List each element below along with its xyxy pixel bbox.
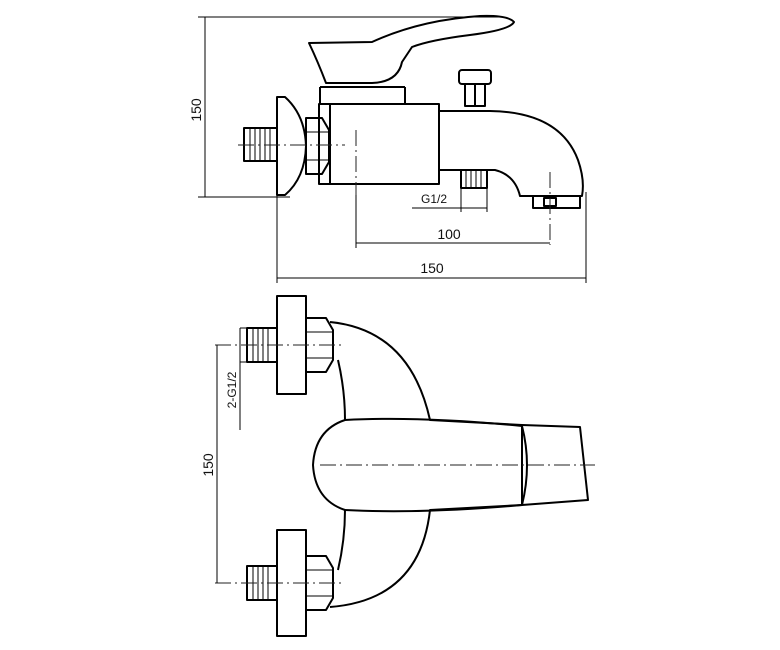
height-dimension-label: 150 <box>188 98 204 122</box>
upper-nut <box>305 317 334 373</box>
bath-spout <box>439 110 584 197</box>
wall-flange <box>276 96 307 196</box>
inlet-spacing-label: 150 <box>200 453 216 477</box>
outlet-distance-label: 100 <box>437 226 461 242</box>
side-view: 150 <box>188 14 587 283</box>
width-dimension-label: 150 <box>420 260 444 276</box>
shower-outlet-thread <box>460 169 488 189</box>
valve-body <box>318 103 440 185</box>
diverter-knob <box>458 69 492 107</box>
inlet-spacing-dimension: 150 <box>200 345 218 583</box>
width-dimension: 150 <box>276 192 587 283</box>
lower-nut <box>305 555 334 611</box>
inlet-thread-dimension: 2-G1/2 <box>225 327 247 430</box>
mixer-body <box>329 321 589 608</box>
height-dimension: 150 <box>188 16 500 198</box>
outlet-distance-dimension: 100 <box>355 195 550 248</box>
hex-nut <box>305 117 330 175</box>
thread-dimension: G1/2 <box>412 188 488 212</box>
lever-handle <box>308 14 515 84</box>
thread-dimension-label: G1/2 <box>421 192 447 206</box>
lever-top <box>344 417 528 513</box>
inlet-thread-dimension-label: 2-G1/2 <box>225 371 239 408</box>
plan-view: 2-G1/2 150 <box>200 295 595 637</box>
